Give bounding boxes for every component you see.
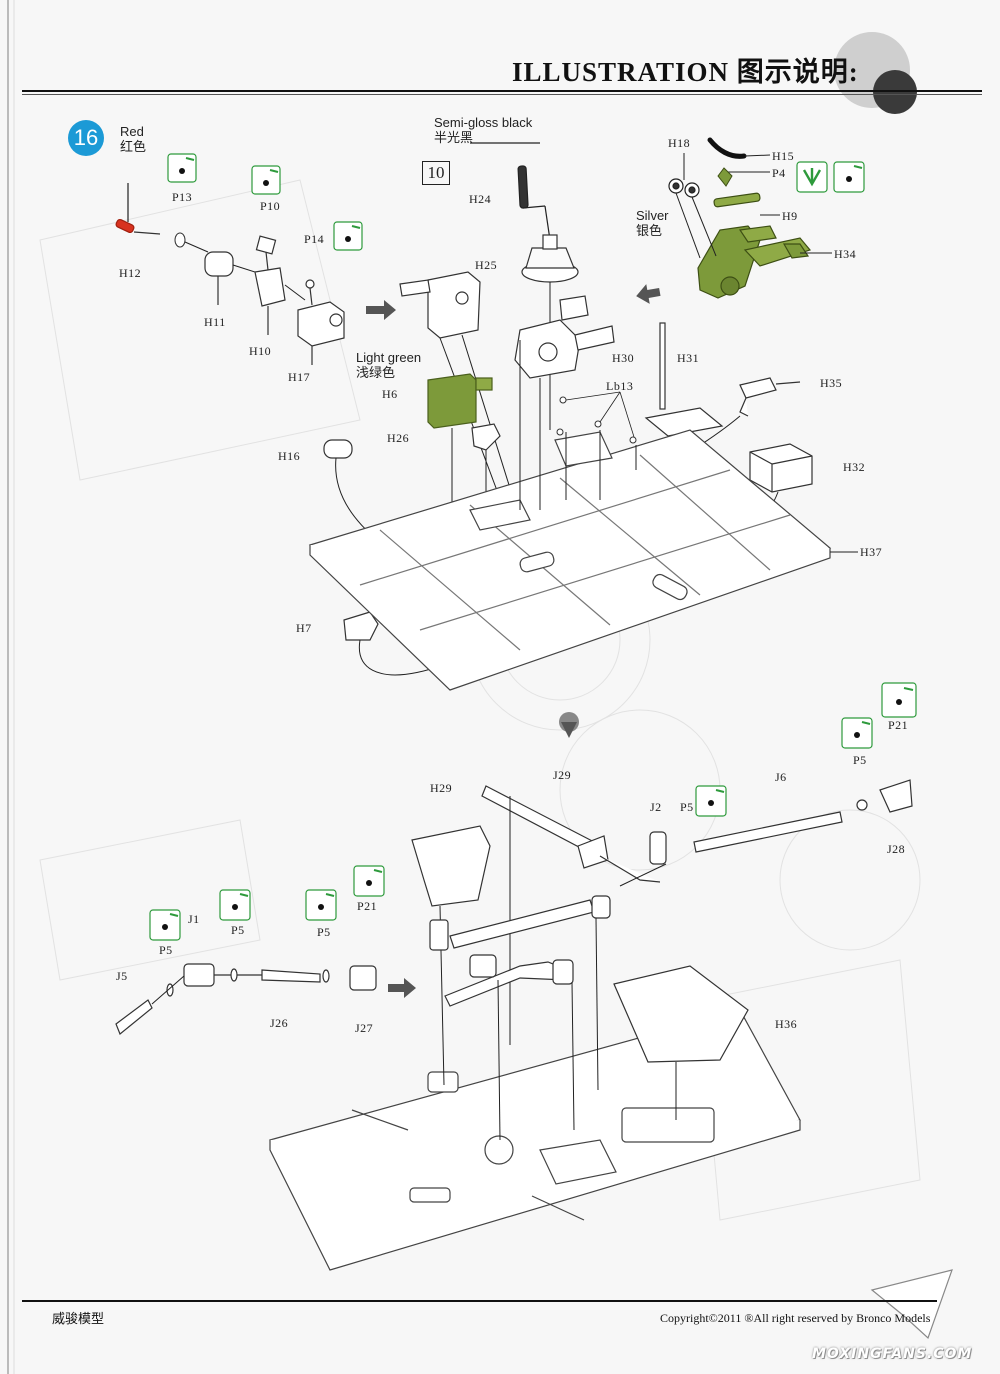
part-label-p5-c: P5 xyxy=(317,925,331,939)
h35-part xyxy=(739,377,801,417)
part-label-j26: J26 xyxy=(270,1016,289,1030)
part-label-h30: H30 xyxy=(612,351,635,365)
part-label-p5-b: P5 xyxy=(231,923,245,937)
h16-part xyxy=(323,439,353,459)
part-label-h10: H10 xyxy=(249,344,272,358)
part-label-h34: H34 xyxy=(834,247,857,261)
p13-washer xyxy=(174,232,186,248)
h25-part xyxy=(521,234,579,283)
part-label-p14: P14 xyxy=(304,232,325,246)
part-label-h36: H36 xyxy=(775,1017,798,1031)
h24-lever xyxy=(470,142,551,241)
part-label-h37: H37 xyxy=(860,545,883,559)
lower-floor-plate xyxy=(269,1009,801,1271)
part-label-j6: J6 xyxy=(775,770,787,784)
part-label-h26: H26 xyxy=(387,431,410,445)
h26-part xyxy=(471,423,501,451)
left-housing xyxy=(399,271,481,339)
footer-copyright: Copyright©2011 ®All right reserved by Br… xyxy=(660,1311,931,1325)
h12-part xyxy=(115,183,161,235)
paint-red-cn: 红色 xyxy=(120,139,147,154)
part-label-h9: H9 xyxy=(782,209,798,223)
paint-red-en: Red xyxy=(120,124,144,139)
h17-part xyxy=(297,279,345,365)
h10-part xyxy=(254,235,286,335)
paint-semigloss-cn: 半光黑 xyxy=(434,130,474,145)
step-number: 16 xyxy=(68,120,104,156)
assembly-arrow xyxy=(388,978,416,998)
down-arrow xyxy=(559,712,579,738)
part-label-h7: H7 xyxy=(296,621,312,635)
paint-lightgreen-cn: 浅绿色 xyxy=(356,365,396,380)
assembly-arrow xyxy=(636,284,661,304)
part-label-h24: H24 xyxy=(469,192,492,206)
page-title: ILLUSTRATION 图示说明: xyxy=(512,57,859,87)
center-assembly xyxy=(514,295,615,379)
part-label-h31: H31 xyxy=(677,351,700,365)
watermark-logo xyxy=(870,1269,953,1340)
part-label-h15: H15 xyxy=(772,149,795,163)
part-label-p4: P4 xyxy=(772,166,786,180)
h18-knobs xyxy=(668,178,700,198)
j2-part xyxy=(649,831,667,865)
paint-silver-label: Silver 银色 xyxy=(636,208,669,238)
part-label-h16: H16 xyxy=(278,449,301,463)
paint-semigloss-label: Semi-gloss black 半光黑 xyxy=(434,115,532,145)
part-label-h11: H11 xyxy=(204,315,226,329)
h15-cable xyxy=(707,137,747,159)
paint-red-label: Red 红色 xyxy=(120,124,146,154)
part-label-j27: J27 xyxy=(355,1021,374,1035)
site-watermark: MOXINGFANS.COM xyxy=(812,1346,973,1362)
part-label-j28: J28 xyxy=(887,842,906,856)
part-label-lb13: Lb13 xyxy=(606,379,634,393)
h32-box xyxy=(749,443,813,493)
part-label-h35: H35 xyxy=(820,376,843,390)
part-label-h32: H32 xyxy=(843,460,866,474)
p4-part xyxy=(717,167,733,187)
part-label-j29: J29 xyxy=(553,768,572,782)
part-label-p13: P13 xyxy=(172,190,193,204)
part-label-h29: H29 xyxy=(430,781,453,795)
part-label-h12: H12 xyxy=(119,266,142,280)
header-dark-circle xyxy=(873,70,917,114)
h6-part xyxy=(427,373,493,429)
part-label-p5-a: P5 xyxy=(159,943,173,957)
footer-brand: 威骏模型 xyxy=(52,1312,105,1327)
part-label-j2: J2 xyxy=(650,800,662,814)
paint-silver-cn: 银色 xyxy=(636,223,663,238)
paint-lightgreen-en: Light green xyxy=(356,350,422,365)
paint-lightgreen-label: Light green 浅绿色 xyxy=(356,350,421,380)
paint-silver-en: Silver xyxy=(636,208,669,223)
h31-plate xyxy=(644,407,724,437)
header-rule xyxy=(22,90,982,92)
h30-rod xyxy=(659,322,666,410)
header-rule-thin xyxy=(22,94,982,95)
h34-green-assembly xyxy=(697,192,812,299)
reference-step-box: 10 xyxy=(422,161,450,185)
h37-floor-plate xyxy=(308,429,832,691)
part-label-p5-mid: P5 xyxy=(680,800,694,814)
h11-part xyxy=(204,251,234,305)
part-label-p21: P21 xyxy=(357,899,378,913)
h36-bin xyxy=(613,965,749,1063)
part-label-h17: H17 xyxy=(288,370,311,384)
part-label-h6: H6 xyxy=(382,387,398,401)
j-chain xyxy=(115,963,377,1035)
j6-cable xyxy=(693,779,913,853)
h29-bin xyxy=(411,825,491,907)
part-label-p5-top: P5 xyxy=(853,753,867,767)
lower-pipes xyxy=(429,895,611,1007)
part-label-h18: H18 xyxy=(668,136,691,150)
part-label-h25: H25 xyxy=(475,258,498,272)
assembly-arrow xyxy=(366,300,396,320)
paint-semigloss-en: Semi-gloss black xyxy=(434,115,533,130)
part-label-p21-top: P21 xyxy=(888,718,909,732)
j29-arm xyxy=(481,785,661,883)
part-label-j1: J1 xyxy=(188,912,200,926)
part-label-p10: P10 xyxy=(260,199,281,213)
footer-rule xyxy=(22,1300,937,1302)
part-label-j5: J5 xyxy=(116,969,128,983)
